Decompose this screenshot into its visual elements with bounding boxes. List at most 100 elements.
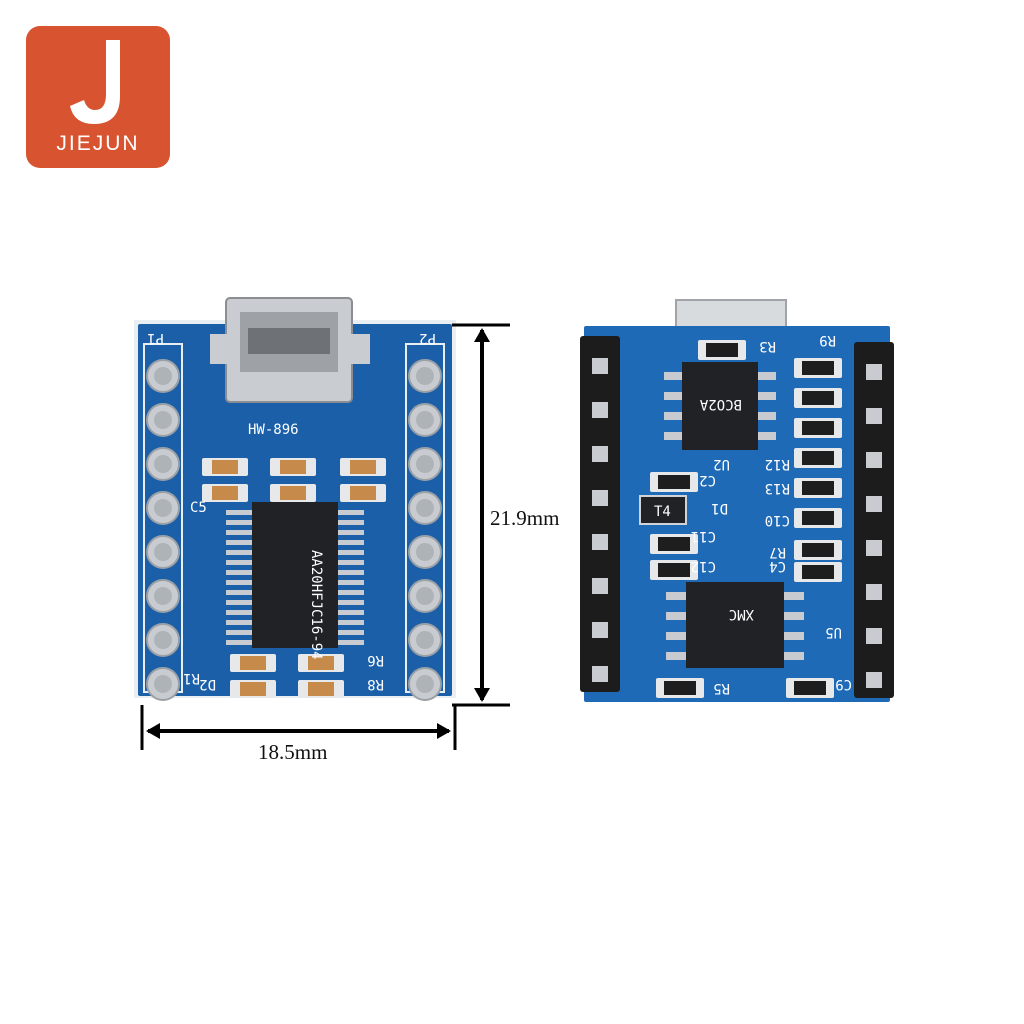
chip-u2 [682,362,758,450]
header-pin [866,672,882,688]
chip-leg [226,550,252,555]
smd-body [664,681,696,695]
chip-marking: AA20HFJC16-94 [308,550,324,660]
smd-body [658,537,690,551]
chip-leg [226,560,252,565]
chip-leg [338,640,364,645]
header-pin [592,534,608,550]
header-pin [866,364,882,380]
smd-body [658,475,690,489]
chip-leg [338,510,364,515]
chip-leg [226,630,252,635]
label-r12: R12 [765,456,790,472]
label-p2: P2 [419,330,436,346]
chip-leg [784,612,804,620]
flash-brand: XMC [729,606,754,622]
chip-leg [226,590,252,595]
smd-body [212,486,238,500]
label-c10: C10 [765,512,790,528]
header-pin [592,622,608,638]
header-pin [866,496,882,512]
chip-leg [338,540,364,545]
label-r3: R3 [759,338,776,354]
label-r6: R6 [367,652,384,668]
chip-leg [338,550,364,555]
chip-leg [226,580,252,585]
header-pin [866,628,882,644]
chip-leg [338,570,364,575]
header-pin [592,446,608,462]
chip-leg [338,600,364,605]
chip-leg [226,520,252,525]
back-board: T4 BCO2A XMC R3 R9 U2 R12 R13 C2 D1 C10 … [580,299,894,702]
chip-leg [226,530,252,535]
smd-body [794,681,826,695]
smd-body [802,361,834,375]
smd-body [706,343,738,357]
chip-leg [226,510,252,515]
chip-leg [758,412,776,420]
label-r1: R1 [183,670,200,686]
chip-leg [664,412,682,420]
u2-marking: BCO2A [699,396,742,412]
smd-body [802,391,834,405]
header-pin [592,358,608,374]
smd-body [802,511,834,525]
header-pin [592,666,608,682]
label-c11: C11 [691,528,716,544]
label-p1: P1 [147,330,164,346]
label-d2: D2 [199,676,216,692]
chip-leg [666,632,686,640]
left-header [580,336,620,692]
chip-leg [666,612,686,620]
chip-leg [226,570,252,575]
chip-leg [338,580,364,585]
label-r8: R8 [367,676,384,692]
chip-leg [758,432,776,440]
smd-body [240,682,266,696]
chip-leg [666,592,686,600]
chip-leg [666,652,686,660]
chip-leg [226,600,252,605]
chip-leg [338,590,364,595]
label-r5: R5 [713,680,730,696]
chip-leg [226,620,252,625]
header-pin [592,578,608,594]
label-c9: C9 [835,676,852,692]
header-pin [592,402,608,418]
chip-leg [784,652,804,660]
chip-leg [664,372,682,380]
chip-leg [338,520,364,525]
smd-body [658,563,690,577]
smd-body [802,421,834,435]
front-board: P1 P2 HW-896 AA20HFJC16-94 C5 R1 R6 R8 D… [134,297,456,701]
smd-body [280,460,306,474]
label-u2: U2 [713,456,730,472]
smd-body [212,460,238,474]
height-dimension-label: 21.9mm [490,506,560,530]
right-header [854,342,894,698]
header-pin [866,540,882,556]
smd-body [308,656,334,670]
smd-body [308,682,334,696]
chip-leg [226,640,252,645]
chip-leg [784,632,804,640]
label-r13: R13 [765,480,790,496]
label-d1: D1 [711,500,728,516]
brand-logo: JIEJUN [26,26,170,168]
diode-marking: T4 [654,504,671,520]
header-pin [592,490,608,506]
chip-leg [226,610,252,615]
label-c2: C2 [699,472,716,488]
diode-d1 [639,495,687,525]
chip-u5-flash [686,582,784,668]
chip-leg [338,560,364,565]
header-pin [866,452,882,468]
label-r9: R9 [819,332,836,348]
chip-leg [226,540,252,545]
label-u5: U5 [825,624,842,640]
smd-body [240,656,266,670]
label-c12: C12 [691,558,716,574]
chip-leg [338,530,364,535]
